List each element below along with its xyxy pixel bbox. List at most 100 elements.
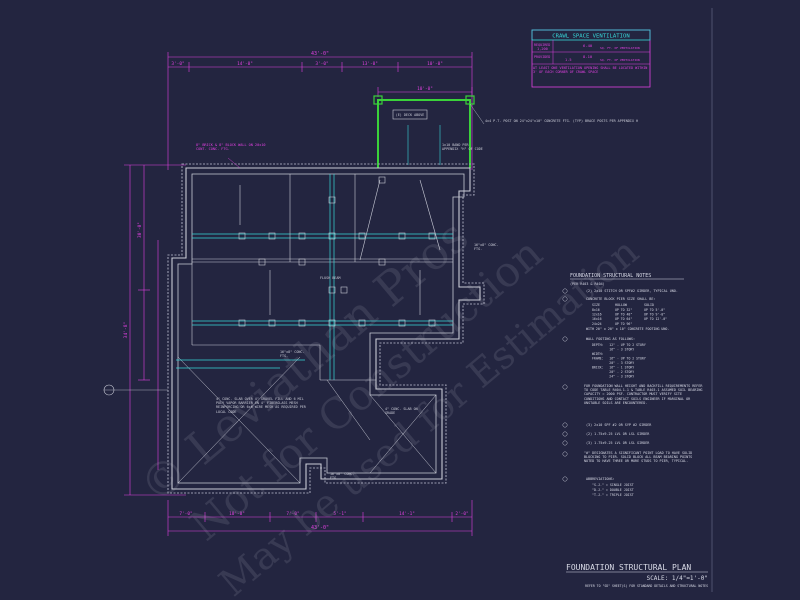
dim-porch-width: 10'-0": [417, 86, 433, 92]
pier: [358, 232, 366, 240]
pier: [378, 258, 386, 266]
joist-lines: [192, 174, 453, 315]
vent-footnote: AT LEAST ONE VENTILATION OPENING SHALL B…: [533, 66, 648, 75]
top-dimensions: [167, 52, 473, 170]
plan-title: FOUNDATION STRUCTURAL PLAN: [566, 563, 691, 572]
vent-row1-note: SQ. FT. OF VENTILATION: [600, 46, 640, 50]
girder-lines: [176, 174, 453, 380]
pier: [378, 176, 386, 184]
dim-bottom-seg-5: 14'-1": [399, 511, 415, 517]
vent-table-title: CRAWL SPACE VENTILATION: [552, 34, 629, 40]
note-flush-beam: FLUSH BEAM: [320, 276, 340, 280]
vent-row1-val1: 1,200: [537, 47, 548, 51]
pier-table-cell: UP TO 12'-0": [644, 317, 667, 321]
pier: [298, 232, 306, 240]
dim-top-seg-4: 13'-0": [362, 61, 378, 67]
porch-label: (E) DECK ABOVE: [396, 113, 425, 117]
bottom-dimensions: [167, 500, 473, 536]
note-7: (3) 1.75x9.25 LVL OR LSL GIRDER: [586, 441, 650, 445]
dim-left-upper: 30'-0": [137, 222, 143, 238]
dim-bottom-seg-3: 7'-0": [286, 511, 299, 517]
pier: [298, 258, 306, 266]
pier-table-cell: UP TO 64": [615, 317, 632, 321]
note-ledger-band: 1x10 BAND PER APPENDIX "H" OF CODE: [442, 143, 483, 152]
note-1: (2) 2x10 STITCH OR SPF#2 GIRDER, TYPICAL…: [586, 289, 678, 293]
vent-row1-label: REQUIRED: [534, 43, 550, 47]
vent-row2-label: PROVIDED: [534, 55, 550, 59]
footing-row: FRAME: 16" - UP TO 2 STORY: [592, 357, 646, 361]
note-5: (3) 2x10 SPF #2 OR SYP #2 GIRDER: [586, 423, 652, 427]
pier-table-cell: 12x16: [592, 313, 602, 317]
pier-table-cell: UP TO 96": [615, 322, 632, 326]
abbr-2: "D.J." = DOUBLE JOIST: [592, 488, 634, 492]
pier-header-size: SIZE: [592, 303, 600, 307]
dim-bottom-seg-2: 10'-0": [229, 511, 245, 517]
dim-top-seg-2: 14'-0": [237, 61, 253, 67]
crawl-space-upper-room: [191, 261, 453, 381]
pier: [328, 232, 336, 240]
dim-bottom-seg-1: 7'-0": [179, 511, 192, 517]
abbr-3: "T.J." = TRIPLE JOIST: [592, 493, 634, 497]
structural-notes: FOUNDATION STRUCTURAL NOTES (PER R403 & …: [562, 273, 703, 497]
note-ftg-left: 16"x8" CONC. FTG.: [280, 350, 305, 359]
pier-table-cell: 16x16: [592, 317, 602, 321]
footing-row: DEPTH: 12" - UP TO 2 STORY: [592, 343, 646, 347]
notes-subtitle: (PER R403 & R404): [570, 282, 605, 286]
note-9: ABBREVIATIONS:: [586, 477, 615, 481]
pier: [258, 258, 266, 266]
pier: [340, 286, 348, 294]
slab-diagonals: [177, 356, 437, 484]
footing-row: BRICK: 16" - 1 STORY: [592, 366, 634, 370]
pier: [398, 319, 406, 327]
porch-outline: [377, 99, 471, 168]
pier: [268, 232, 276, 240]
pier: [238, 232, 246, 240]
pier: [238, 319, 246, 327]
note-4: FOR FOUNDATION WALL HEIGHT AND BACKFILL …: [584, 384, 703, 405]
footing-row: 20" - 3 STORY: [592, 361, 634, 365]
pier-header-hollow: HOLLOW: [615, 303, 627, 307]
vent-table: CRAWL SPACE VENTILATION REQUIRED 1,200 6…: [531, 29, 651, 88]
note-ftg-bottom: 16"x8" CONC. FTG.: [330, 472, 355, 481]
pier-table-cell: UP TO 9'-0": [644, 313, 665, 317]
note-garage-slab: 4" CONC. SLAB ON GRADE: [385, 407, 418, 416]
dim-left-overall: 34'-8": [123, 322, 129, 339]
vent-row2-note: SQ. FT. OF VENTILATION: [600, 58, 640, 62]
watermark: © Leviathan Pros Not for Construction Ma…: [129, 209, 647, 600]
footing-row: 24" - 3 STORY: [592, 375, 634, 379]
note-slab: 4" CONC. SLAB OVER 4" GRAVEL FILL AND 6 …: [216, 397, 306, 414]
pier: [398, 232, 406, 240]
plan-scale: SCALE: 1/4"=1'-0": [647, 575, 708, 582]
pier-table-cell: UP TO 5'-0": [644, 308, 665, 312]
footing-table: DEPTH: 12" - UP TO 2 STORY 16" - 3 STORY…: [592, 343, 646, 379]
footing-row: 16" - 3 STORY: [592, 348, 634, 352]
note-8: "#" DESIGNATES A SIGNIFICANT POINT LOAD …: [584, 451, 693, 464]
pier: [328, 319, 336, 327]
pier: [358, 319, 366, 327]
plan-ref-note: REFER TO "SD" SHEET(S) FOR STANDARD DETA…: [585, 584, 708, 588]
footing-row: WIDTH:: [592, 352, 604, 356]
note-porch-post: 4x4 P.T. POST ON 24"x24"x10" CONCRETE FT…: [485, 119, 638, 123]
footing-row: 20" - 2 STORY: [592, 370, 634, 374]
pier-table-cell: UP TO 48": [615, 313, 632, 317]
note-2b: WITH 20" x 20" x 10" CONCRETE FOOTING UN…: [586, 327, 669, 331]
pier: [328, 196, 336, 204]
pier-table-cell: 8x16: [592, 308, 600, 312]
pier-table-cell: 24x24: [592, 322, 602, 326]
dim-top-seg-3: 3'-0": [315, 61, 328, 67]
dim-top-seg-5: 10'-0": [427, 61, 443, 67]
left-dimensions: [124, 164, 186, 496]
note-block-wall: 8" BRICK & 8" BLOCK WALL ON 20x10 CONT. …: [196, 143, 266, 152]
dim-top-seg-1: 3'-0": [171, 61, 184, 67]
dim-bottom-seg-6: 2'-0": [455, 511, 468, 517]
note-2: CONCRETE BLOCK PIER SIZE SHALL BE:: [586, 297, 655, 301]
pier-header-solid: SOLID: [644, 303, 654, 307]
vent-row1-val2: 6.40: [583, 43, 593, 48]
pier: [428, 232, 436, 240]
notes-title: FOUNDATION STRUCTURAL NOTES: [570, 273, 651, 279]
foundation-walls: [167, 163, 485, 494]
note-3: WALL FOOTING AS FOLLOWS:: [586, 337, 635, 341]
